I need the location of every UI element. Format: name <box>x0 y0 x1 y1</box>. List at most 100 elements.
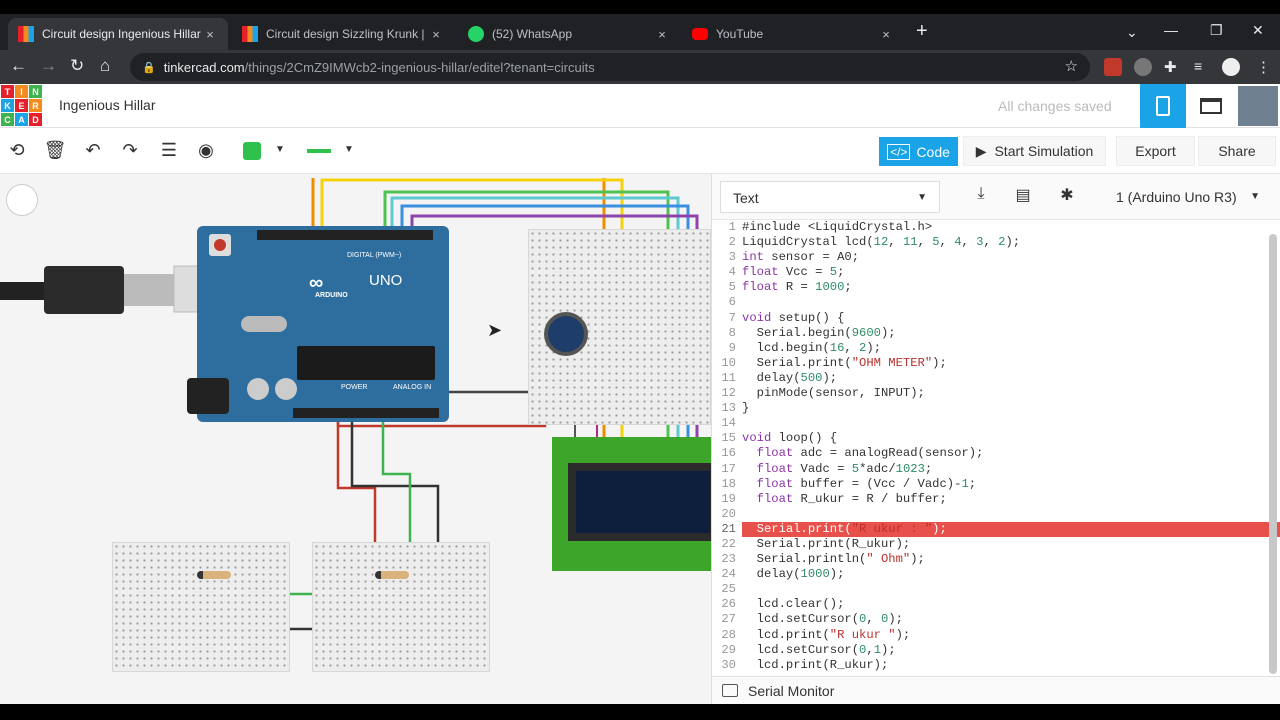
wire-type-dropdown-icon[interactable]: ▼ <box>344 144 354 155</box>
globe-extension-icon[interactable] <box>1134 58 1152 76</box>
code-line[interactable]: 11 delay(500); <box>712 371 1280 386</box>
maximize-icon[interactable]: ❐ <box>1210 22 1223 38</box>
circuit-view-button[interactable] <box>1140 84 1186 128</box>
code-line[interactable]: 9 lcd.begin(16, 2); <box>712 341 1280 356</box>
code-line[interactable]: 13} <box>712 401 1280 416</box>
url-input[interactable]: 🔒 tinkercad.com /things/2CmZ9IMWcb2-inge… <box>130 53 1090 81</box>
reading-list-icon[interactable]: ≡ <box>1194 58 1203 74</box>
code-line[interactable]: 17 float Vadc = 5*adc/1023; <box>712 462 1280 477</box>
code-line[interactable]: 8 Serial.begin(9600); <box>712 326 1280 341</box>
potentiometer[interactable] <box>544 312 588 356</box>
line-number: 1 <box>728 220 736 234</box>
user-avatar[interactable] <box>1238 86 1278 126</box>
visibility-icon[interactable]: ◉ <box>198 140 214 160</box>
code-line[interactable]: 12 pinMode(sensor, INPUT); <box>712 386 1280 401</box>
component-list-button[interactable] <box>1196 96 1226 116</box>
code-line[interactable]: 26 lcd.clear(); <box>712 597 1280 612</box>
lcd-display[interactable] <box>552 437 711 571</box>
code-line[interactable]: 23 Serial.println(" Ohm"); <box>712 552 1280 567</box>
breadboard-small-left[interactable] <box>112 542 290 672</box>
tab-label: Circuit design Sizzling Krunk | Tin <box>266 27 428 41</box>
close-tab-icon[interactable]: × <box>432 26 440 42</box>
rotate-icon[interactable]: ⟲ <box>9 140 25 160</box>
extension-icon[interactable] <box>1104 58 1122 76</box>
tab-circuit-ingenious-hillar[interactable]: Circuit design Ingenious Hillar | T × <box>8 18 228 50</box>
code-line[interactable]: 24 delay(1000); <box>712 567 1280 582</box>
back-icon[interactable]: ← <box>10 56 27 75</box>
resistor-left[interactable] <box>197 571 231 579</box>
code-line[interactable]: 14 <box>712 416 1280 431</box>
close-tab-icon[interactable]: × <box>206 26 214 42</box>
redo-icon[interactable]: ↷ <box>122 140 138 160</box>
minimize-icon[interactable]: — <box>1164 22 1178 38</box>
browser-menu-icon[interactable]: ⋮ <box>1256 59 1271 76</box>
code-line[interactable]: 29 lcd.setCursor(0,1); <box>712 643 1280 658</box>
code-panel: Text ▼ ⤓ ▤ ✱ 1 (Arduino Uno R3) ▼ 1#incl… <box>711 174 1280 704</box>
reset-button[interactable] <box>209 234 231 256</box>
profile-avatar-icon[interactable] <box>1222 58 1240 76</box>
code-button[interactable]: </> Code <box>879 137 958 166</box>
code-mode-select[interactable]: Text ▼ <box>720 181 940 213</box>
reload-icon[interactable]: ↻ <box>70 56 85 75</box>
new-tab-button[interactable]: + <box>916 20 928 42</box>
code-line[interactable]: 27 lcd.setCursor(0, 0); <box>712 612 1280 627</box>
code-line[interactable]: 18 float buffer = (Vcc / Vadc)-1; <box>712 477 1280 492</box>
library-icon[interactable]: ▤ <box>1015 187 1031 204</box>
editor-scrollbar[interactable] <box>1269 234 1277 674</box>
code-line[interactable]: 19 float R_ukur = R / buffer; <box>712 492 1280 507</box>
tab-circuit-sizzling-krunk[interactable]: Circuit design Sizzling Krunk | Tin × <box>232 18 454 50</box>
download-icon[interactable]: ⤓ <box>977 185 985 202</box>
color-dropdown-icon[interactable]: ▼ <box>275 144 285 155</box>
breadboard-small-right[interactable] <box>312 542 490 672</box>
device-select[interactable]: 1 (Arduino Uno R3) ▼ <box>1100 181 1272 213</box>
board-model: UNO <box>369 272 403 289</box>
crystal <box>241 316 287 332</box>
arduino-uno-board[interactable]: DIGITAL (PWM~) ∞ ARDUINO UNO POWER ANALO… <box>187 226 449 422</box>
bookmark-star-icon[interactable]: ☆ <box>1064 58 1078 75</box>
code-line[interactable]: 25 <box>712 582 1280 597</box>
delete-icon[interactable]: 🗑 <box>43 140 67 160</box>
line-number: 13 <box>721 401 736 416</box>
window-close-icon[interactable]: ✕ <box>1252 22 1264 38</box>
resistor-right[interactable] <box>375 571 409 579</box>
project-title[interactable]: Ingenious Hillar <box>59 97 156 113</box>
tab-youtube[interactable]: YouTube × <box>682 18 904 50</box>
code-line[interactable]: 16 float adc = analogRead(sensor); <box>712 446 1280 461</box>
code-line[interactable]: 30 lcd.print(R_ukur); <box>712 658 1280 673</box>
share-button[interactable]: Share <box>1198 136 1276 166</box>
code-line[interactable]: 21 Serial.print("R ukur : "); <box>712 521 1280 537</box>
debugger-bug-icon[interactable]: ✱ <box>1060 187 1074 204</box>
circuit-canvas[interactable]: DIGITAL (PWM~) ∞ ARDUINO UNO POWER ANALO… <box>0 174 711 704</box>
code-line[interactable]: 22 Serial.print(R_ukur); <box>712 537 1280 552</box>
code-line[interactable]: 20 <box>712 507 1280 522</box>
wire-type-icon[interactable] <box>307 149 331 153</box>
undo-icon[interactable]: ↶ <box>85 140 101 160</box>
forward-icon[interactable]: → <box>40 56 57 75</box>
close-tab-icon[interactable]: × <box>882 26 890 42</box>
tab-search-icon[interactable]: ⌄ <box>1126 24 1138 40</box>
notes-icon[interactable]: ☰ <box>160 140 178 160</box>
puzzle-extensions-icon[interactable]: ✚ <box>1164 59 1177 76</box>
start-simulation-button[interactable]: ▶ Start Simulation <box>963 136 1106 166</box>
code-line[interactable]: 1#include <LiquidCrystal.h> <box>712 220 1280 235</box>
code-line[interactable]: 10 Serial.print("OHM METER"); <box>712 356 1280 371</box>
export-button[interactable]: Export <box>1116 136 1195 166</box>
fit-view-icon[interactable] <box>6 184 38 216</box>
wire-color-swatch[interactable] <box>243 142 261 160</box>
tab-whatsapp[interactable]: (52) WhatsApp × <box>458 18 680 50</box>
line-number: 19 <box>721 491 736 506</box>
code-line[interactable]: 28 lcd.print("R ukur "); <box>712 628 1280 643</box>
home-icon[interactable]: ⌂ <box>100 56 111 75</box>
close-tab-icon[interactable]: × <box>658 26 666 42</box>
serial-monitor-bar[interactable]: Serial Monitor <box>712 676 1280 704</box>
code-line[interactable]: 6 <box>712 295 1280 310</box>
line-number: 2 <box>728 235 736 250</box>
